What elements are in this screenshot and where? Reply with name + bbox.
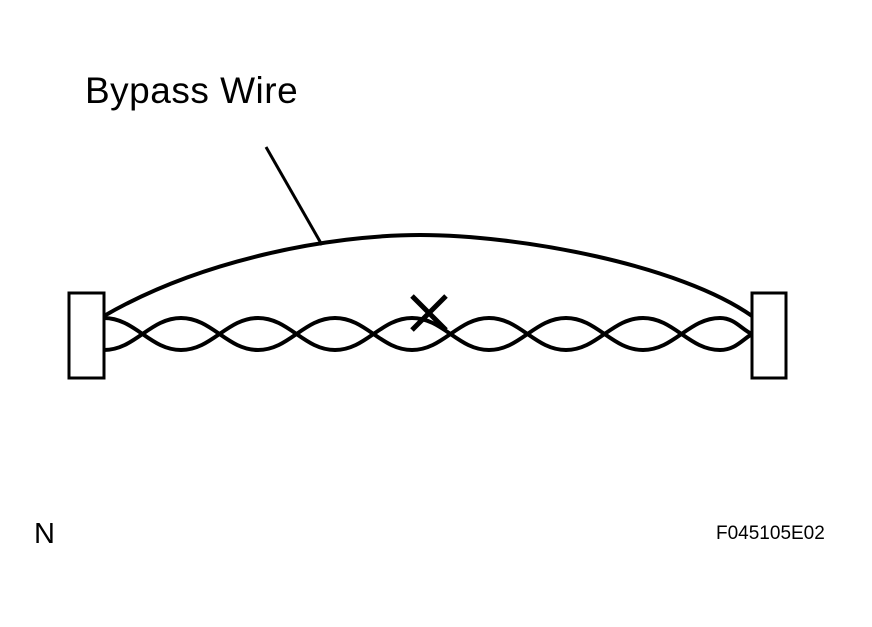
bypass-wire-label: Bypass Wire: [85, 70, 299, 111]
figure-code-label: F045105E02: [716, 523, 825, 544]
corner-mark-label: N: [34, 518, 55, 550]
break-mark-x-b: [410, 294, 448, 332]
left-connector: [67, 291, 106, 380]
bypass-wire-leader: [264, 146, 324, 246]
twisted-pair-strand-b: [103, 315, 754, 353]
bypass-wire-arc: [102, 232, 754, 318]
right-connector: [750, 291, 788, 380]
